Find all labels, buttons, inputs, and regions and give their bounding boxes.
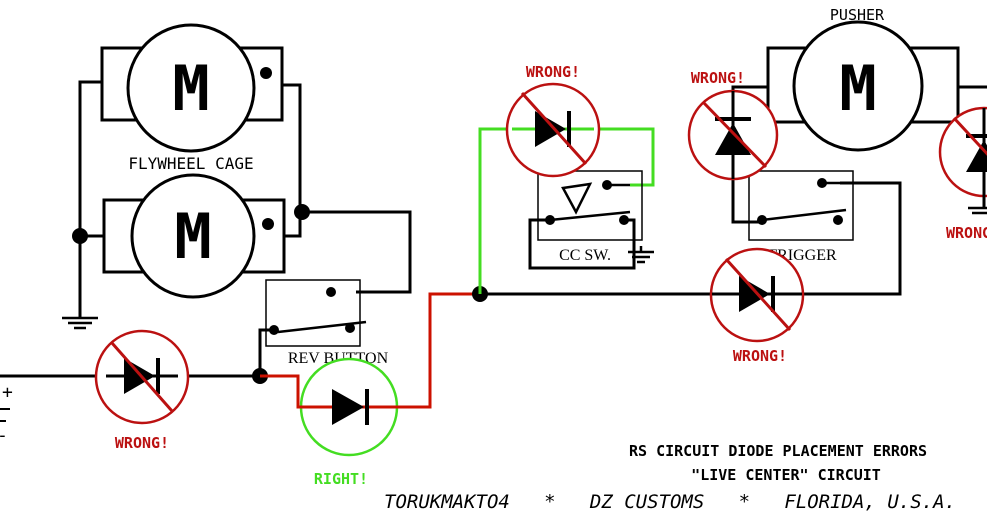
wrong-diode-cc: WRONG!: [505, 63, 601, 178]
wrong-diode-right-edge: WRONG!: [938, 106, 987, 242]
flywheel-motor-top: M: [100, 23, 284, 153]
battery-plus-label: +: [2, 382, 13, 403]
center-bus-wire: [480, 181, 902, 296]
wrong-diode-supply: WRONG!: [94, 329, 190, 452]
wrong-label: WRONG!: [691, 69, 745, 87]
title-line-1: RS CIRCUIT DIODE PLACEMENT ERRORS: [629, 442, 927, 460]
cc-switch: CC SW.: [528, 170, 654, 270]
live-wire-green: [478, 127, 655, 294]
wrong-label: WRONG!: [946, 224, 987, 242]
wrong-diode-pusher: WRONG!: [687, 69, 779, 181]
pusher-label: PUSHER: [830, 6, 885, 24]
battery-minus-label: -: [0, 425, 8, 446]
wrong-diode-bus: WRONG!: [709, 247, 805, 365]
ground-symbol: [62, 316, 98, 330]
flywheel-motor-bottom: M: [102, 173, 286, 299]
right-label: RIGHT!: [314, 470, 368, 488]
flywheel-cage-label: FLYWHEEL CAGE: [128, 154, 253, 173]
motor-letter: M: [172, 52, 209, 125]
wrong-label: WRONG!: [526, 63, 580, 81]
rev-button-switch: REV BUTTON: [258, 279, 389, 375]
title-line-2: "LIVE CENTER" CIRCUIT: [691, 466, 881, 484]
motor-letter: M: [839, 52, 876, 125]
motor-letter: M: [174, 200, 211, 273]
right-diode: RIGHT!: [298, 357, 400, 488]
junction: [72, 228, 88, 244]
wrong-label: WRONG!: [733, 347, 787, 365]
cc-switch-label: CC SW.: [559, 247, 611, 264]
battery-terminal: [0, 408, 10, 422]
pusher-motor: M PUSHER: [766, 6, 960, 152]
credit-line: TORUKMAKTO4 * DZ CUSTOMS * FLORIDA, U.S.…: [384, 491, 956, 513]
junction: [294, 204, 310, 220]
wrong-label: WRONG!: [115, 434, 169, 452]
